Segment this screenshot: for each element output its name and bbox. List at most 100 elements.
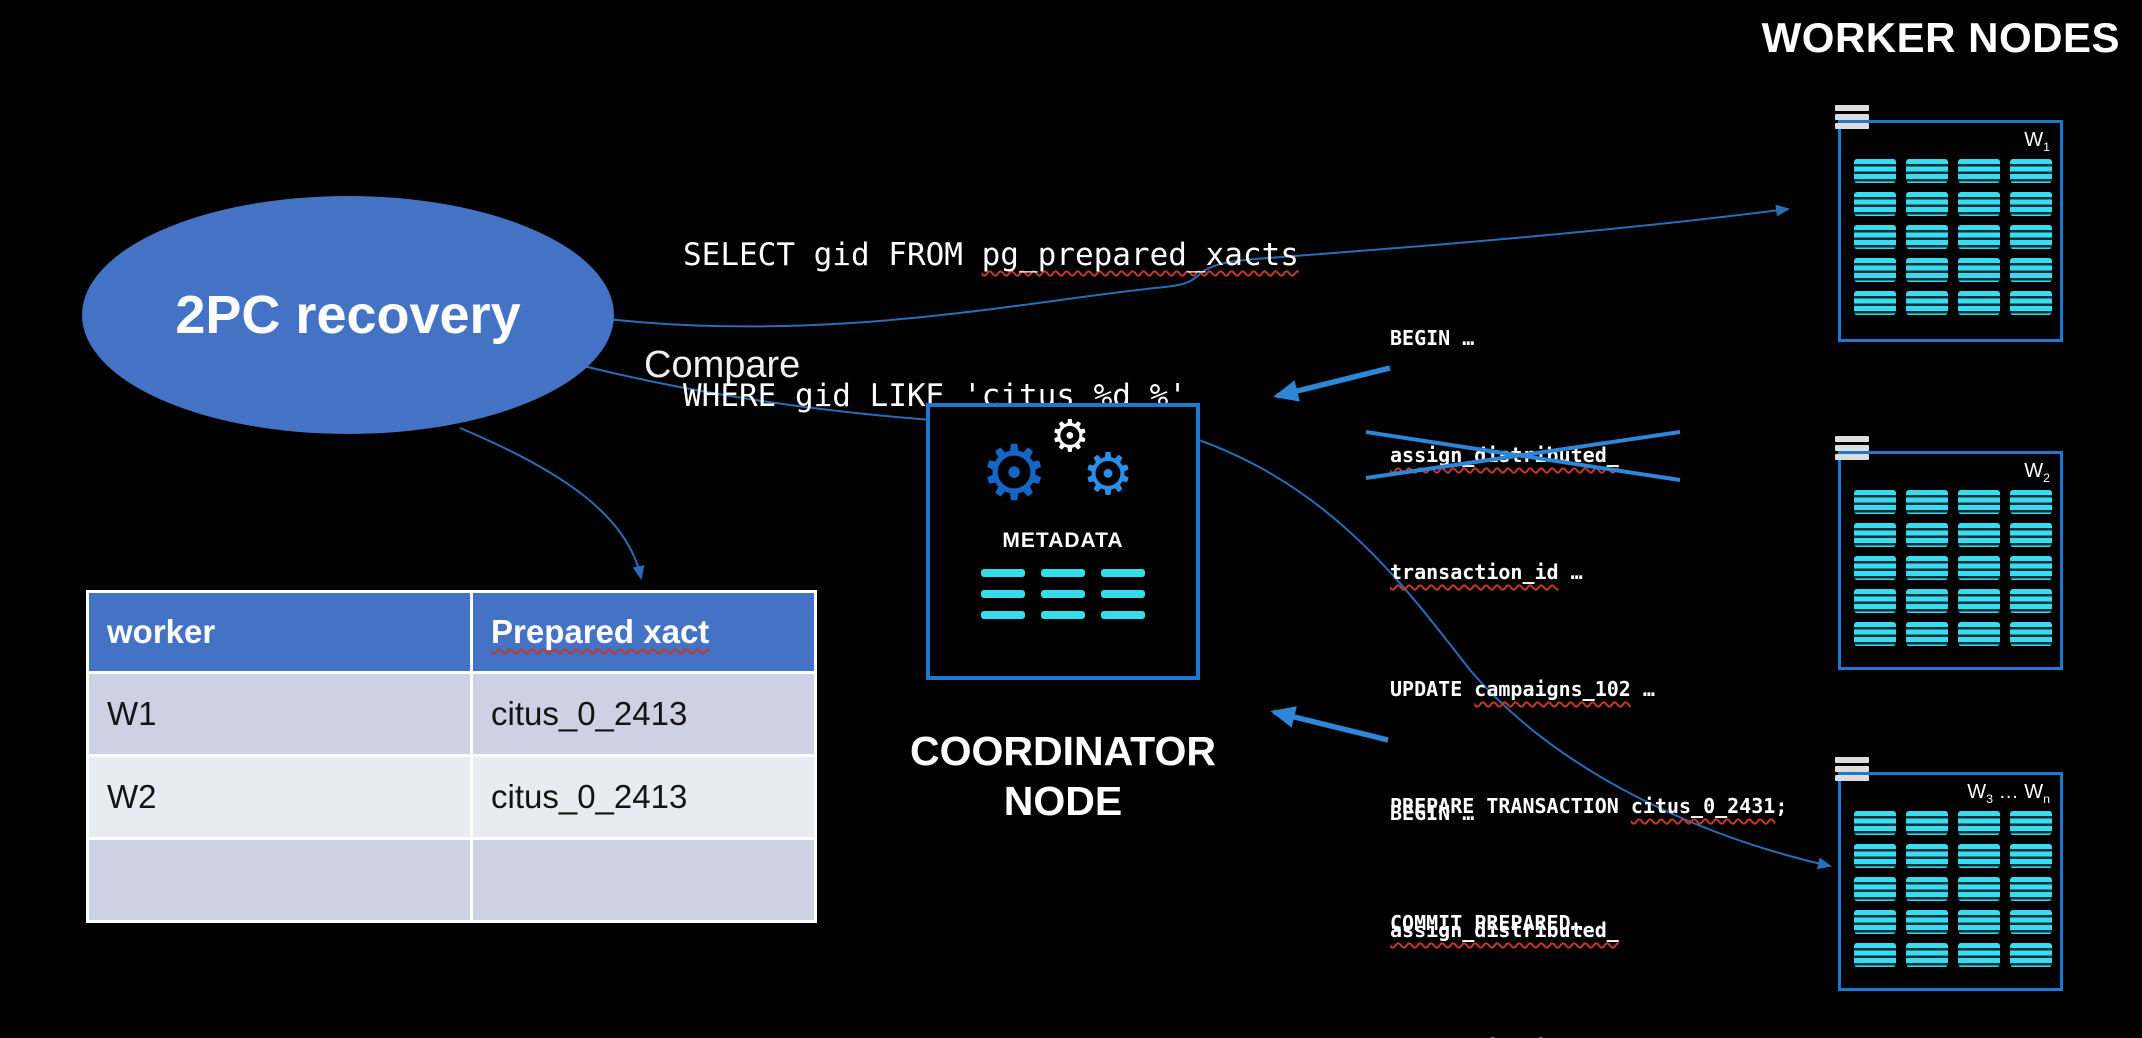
metadata-label: METADATA xyxy=(1002,529,1124,552)
server-icon xyxy=(1958,159,2000,183)
server-icon xyxy=(1958,877,2000,901)
table-row: W1 citus_0_2413 xyxy=(86,671,817,757)
server-grid xyxy=(1854,490,2052,646)
server-icon xyxy=(1958,490,2000,514)
server-icon xyxy=(1958,523,2000,547)
code-line: assign_distributed_ xyxy=(1390,443,1619,467)
server-icon xyxy=(2010,225,2052,249)
gear-icon: ⚙ xyxy=(1050,411,1090,462)
code-line: UPDATE campaigns_102 … xyxy=(1390,677,1655,701)
server-icon xyxy=(1854,622,1896,646)
server-icon xyxy=(1854,225,1896,249)
code-line-crossed-out: COMMIT PREPARED… xyxy=(1390,911,1583,935)
server-icon xyxy=(1906,490,1948,514)
server-icon xyxy=(1854,811,1896,835)
worker-box-label: W3 … Wn xyxy=(1967,781,2050,806)
server-icon xyxy=(2010,556,2052,580)
server-icon xyxy=(2010,910,2052,934)
server-icon xyxy=(1906,159,1948,183)
server-icon xyxy=(1958,589,2000,613)
server-icon xyxy=(1958,622,2000,646)
server-icon xyxy=(1958,556,2000,580)
server-icon xyxy=(1854,910,1896,934)
server-icon xyxy=(1906,523,1948,547)
table-row xyxy=(86,837,817,923)
metadata-bar-icon xyxy=(1041,611,1085,619)
coordinator-node-label: COORDINATOR NODE xyxy=(910,728,1216,825)
server-icon xyxy=(1854,589,1896,613)
server-icon xyxy=(1906,844,1948,868)
metadata-bar-icon xyxy=(981,611,1025,619)
metadata-bar-icon xyxy=(1041,590,1085,598)
server-grid xyxy=(1854,159,2052,315)
server-icon xyxy=(1854,159,1896,183)
metadata-bar-icon xyxy=(1101,590,1145,598)
gear-icon: ⚙ xyxy=(980,428,1049,517)
server-icon xyxy=(1906,192,1948,216)
2pc-recovery-ellipse: 2PC recovery xyxy=(82,196,614,434)
server-icon xyxy=(1906,225,1948,249)
worker-node-box-w3-wn: W3 … Wn xyxy=(1835,757,2063,991)
arrow-code1-to-coordinator xyxy=(1273,365,1391,402)
transaction-code-block-2: BEGIN … assign_distributed_ transaction_… xyxy=(1390,716,1787,1038)
server-icon xyxy=(1906,622,1948,646)
server-icon xyxy=(1906,589,1948,613)
sql-line-1: SELECT gid FROM pg_prepared_xacts xyxy=(683,237,1299,273)
server-icon xyxy=(1854,844,1896,868)
arrow-code2-to-coordinator xyxy=(1270,706,1389,743)
server-icon xyxy=(1958,291,2000,315)
metadata-bar-icon xyxy=(1041,569,1085,577)
server-icon xyxy=(2010,490,2052,514)
server-icon xyxy=(1958,910,2000,934)
server-stack-icon xyxy=(1835,757,1869,784)
arrow-ellipse-to-w1 xyxy=(597,204,1790,328)
server-icon xyxy=(1906,258,1948,282)
server-icon xyxy=(1958,225,2000,249)
server-icon xyxy=(1906,291,1948,315)
code-line: BEGIN … xyxy=(1390,326,1475,350)
header-worker: worker xyxy=(86,590,473,674)
code-line: assign_distributed_ xyxy=(1390,918,1619,942)
worker-node-box-w1: W1 xyxy=(1835,105,2063,342)
server-icon xyxy=(1958,811,2000,835)
server-icon xyxy=(2010,943,2052,967)
server-icon xyxy=(1906,556,1948,580)
code-line: transaction_id … xyxy=(1390,1028,1787,1038)
server-icon xyxy=(2010,523,2052,547)
compare-label: Compare xyxy=(644,344,801,386)
server-icon xyxy=(2010,877,2052,901)
server-icon xyxy=(1854,192,1896,216)
worker-nodes-title: WORKER NODES xyxy=(1761,14,2120,61)
server-icon xyxy=(1958,192,2000,216)
table-header-row: worker Prepared xact xyxy=(86,590,817,674)
worker-node-box-w2: W2 xyxy=(1835,436,2063,670)
server-icon xyxy=(1854,556,1896,580)
server-icon xyxy=(2010,159,2052,183)
server-icon xyxy=(2010,811,2052,835)
metadata-bar-icon xyxy=(1101,611,1145,619)
ellipse-label: 2PC recovery xyxy=(175,285,521,345)
server-icon xyxy=(1906,910,1948,934)
arrow-ellipse-to-coordinator-to-w3 xyxy=(559,359,1832,870)
code-line: BEGIN … xyxy=(1390,801,1475,825)
server-icon xyxy=(2010,258,2052,282)
code-line: PREPARE TRANSACTION citus_0_2431; xyxy=(1390,794,1788,818)
header-prepared-xact: Prepared xact xyxy=(470,590,817,674)
server-icon xyxy=(2010,192,2052,216)
metadata-bar-icon xyxy=(981,569,1025,577)
server-icon xyxy=(1854,943,1896,967)
server-icon xyxy=(2010,589,2052,613)
server-icon xyxy=(1958,844,2000,868)
server-icon xyxy=(1958,258,2000,282)
arrow-ellipse-to-table xyxy=(459,427,645,580)
server-stack-icon xyxy=(1835,436,1869,463)
server-icon xyxy=(1906,943,1948,967)
metadata-list-icon xyxy=(930,569,1196,619)
coordinator-node-box: ⚙ ⚙ ⚙ METADATA xyxy=(926,403,1200,680)
metadata-bar-icon xyxy=(1101,569,1145,577)
server-icon xyxy=(2010,622,2052,646)
server-icon xyxy=(1854,490,1896,514)
server-icon xyxy=(2010,844,2052,868)
